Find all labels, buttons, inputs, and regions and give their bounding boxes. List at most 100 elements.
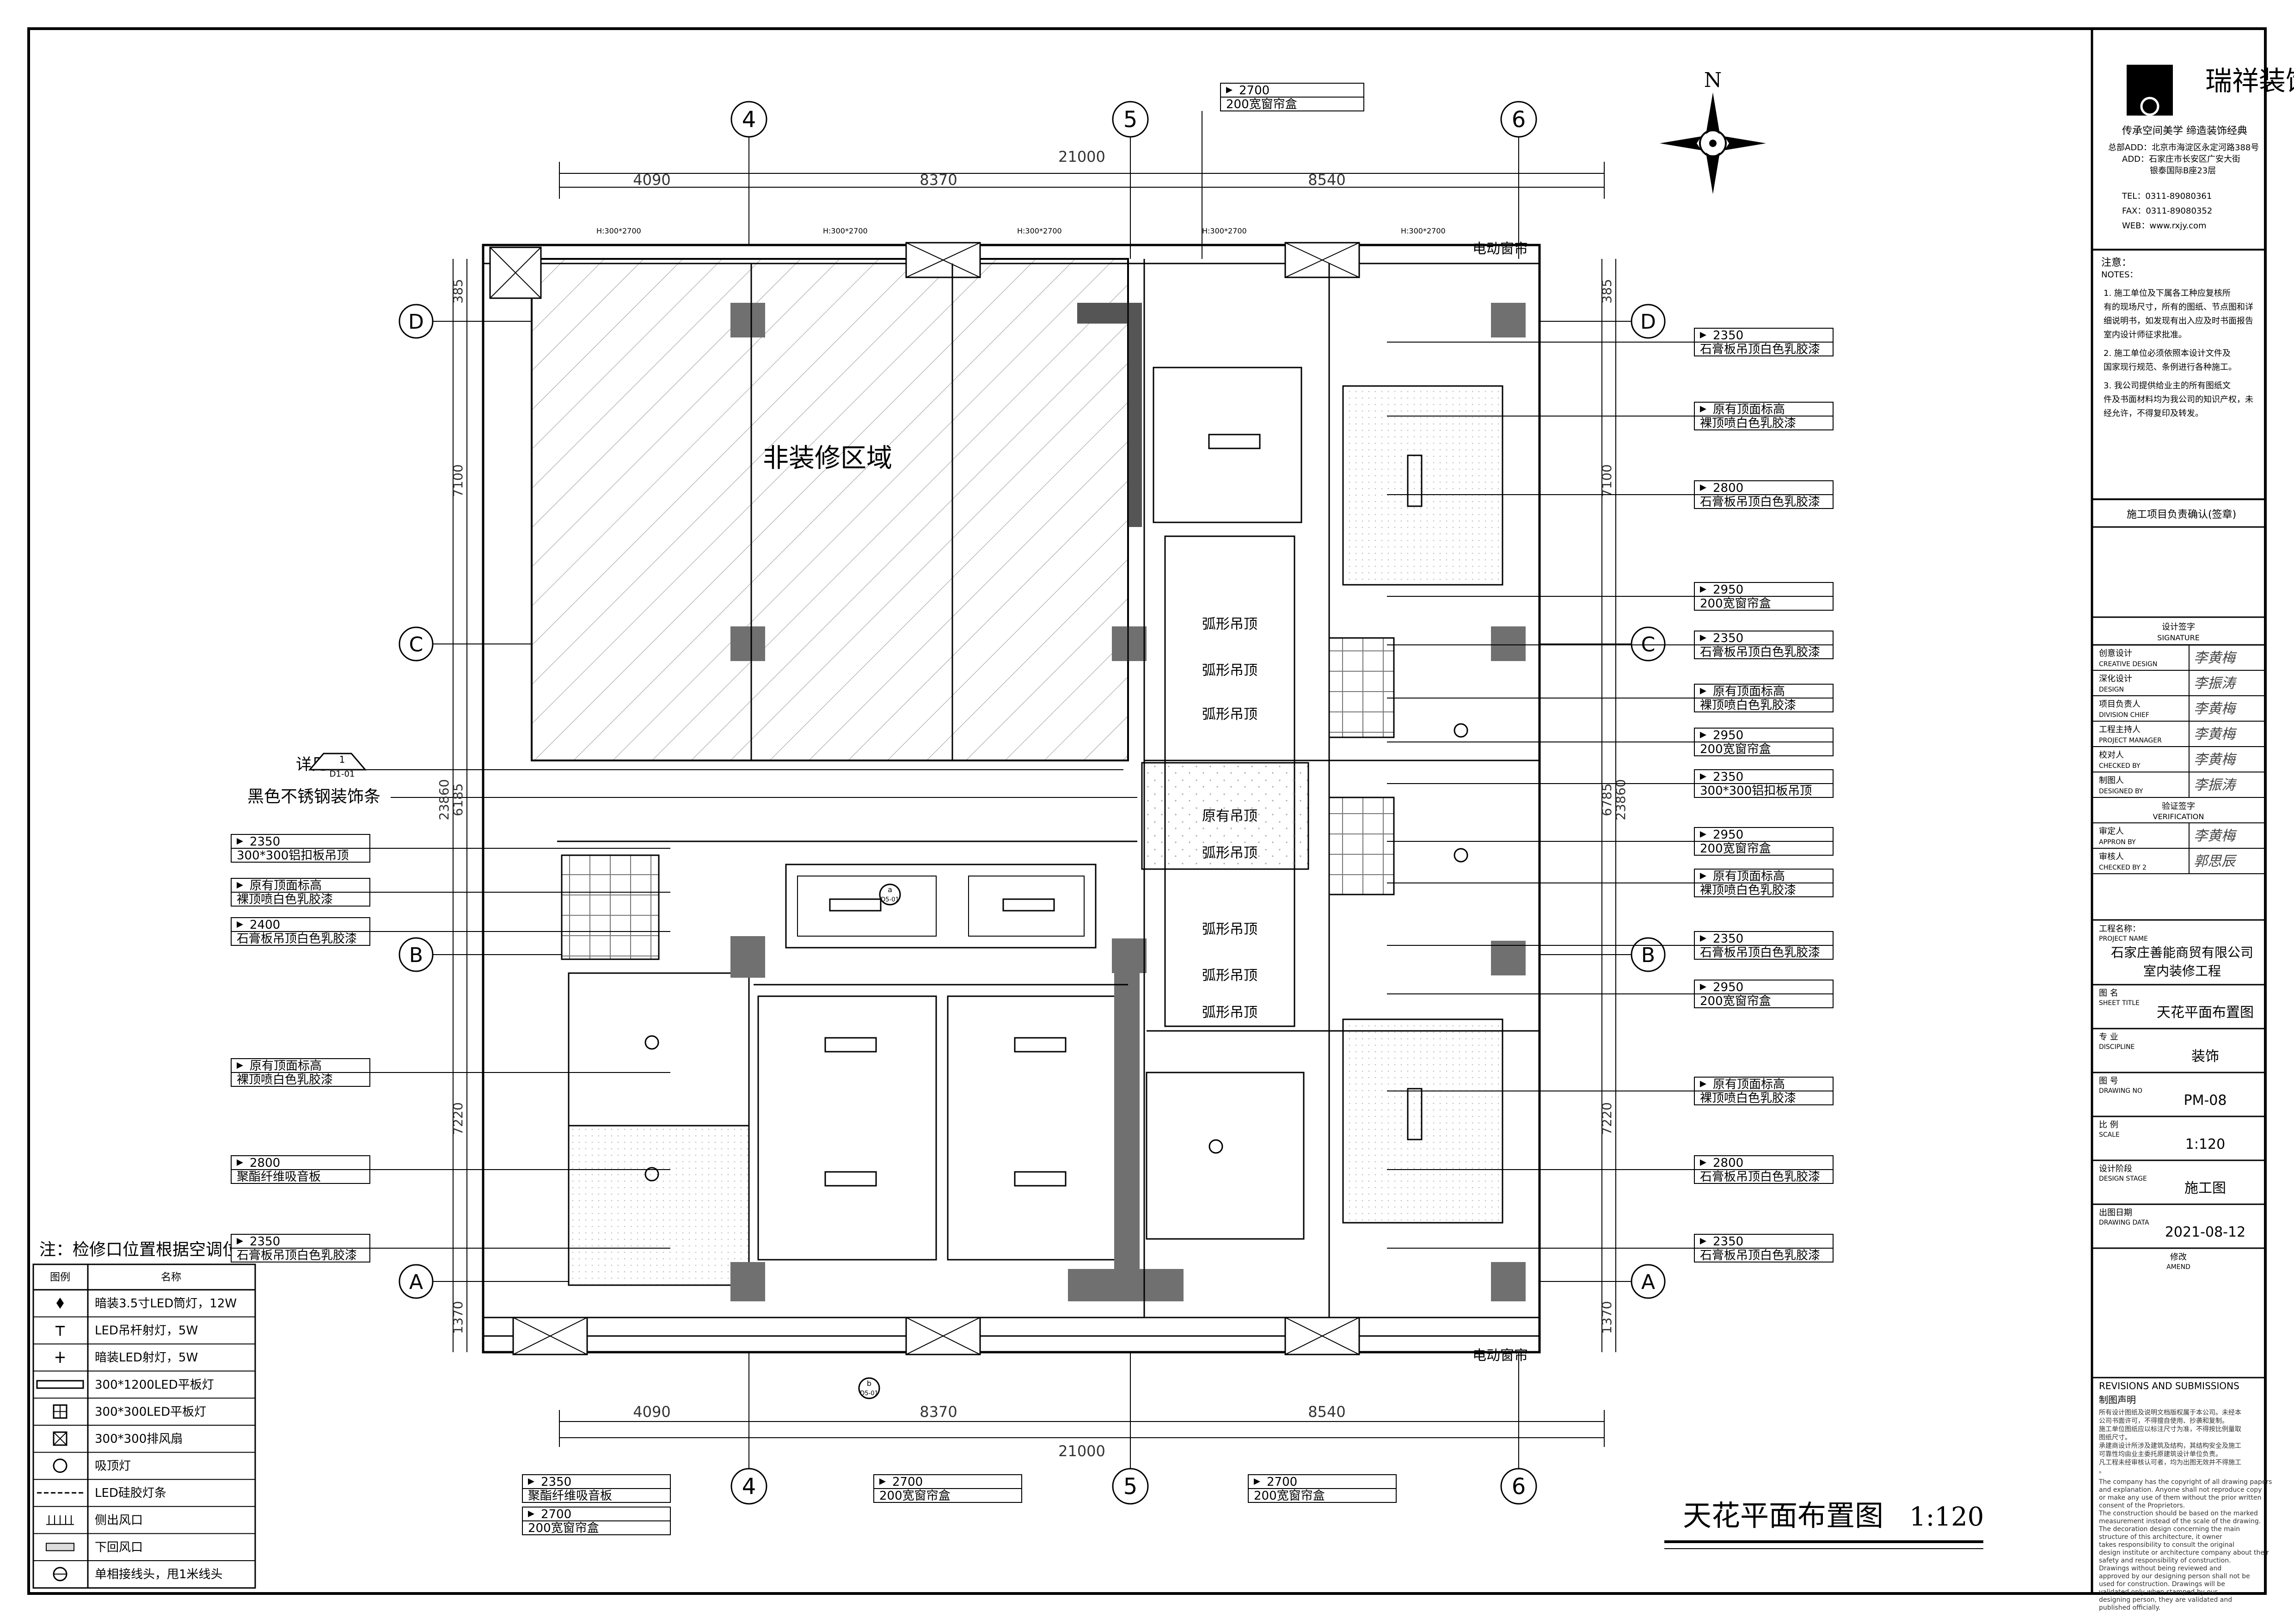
arc-label-4: 弧形吊顶 <box>1202 845 1257 861</box>
legend-row: LED硅胶灯条 <box>33 1486 255 1507</box>
dim-top-total: 21000 <box>1058 148 1105 165</box>
elevation-marker-icon <box>237 1062 243 1069</box>
note-line: 有的现场尺寸，所有的图纸、节点图和详 <box>2104 302 2253 312</box>
title-block: 瑞祥装饰 传承空间美学 缔造装饰经典 总部ADD：北京市海淀区永定河路388号 … <box>2092 65 2294 1612</box>
legend-row: LED吊杆射灯，5W <box>33 1324 255 1345</box>
legend-name: 300*300LED平板灯 <box>95 1405 206 1419</box>
drawing-number-value: PM-08 <box>2184 1092 2227 1109</box>
tag-description: 200宽窗帘盒 <box>1700 597 1771 611</box>
legend-name: LED吊杆射灯，5W <box>95 1324 198 1338</box>
bottom-curtain-band <box>482 1317 1540 1337</box>
legend-header-symbol: 图例 <box>50 1272 70 1283</box>
original-ceiling-zone <box>1141 762 1309 870</box>
copyright-en-line: consent of the Proprietors. <box>2099 1502 2185 1509</box>
discipline-value: 装饰 <box>2191 1048 2219 1065</box>
grid-label-A-right: A <box>1641 1270 1655 1294</box>
grid-label-D-right: D <box>1640 310 1656 334</box>
sheet-title-value: 天花平面布置图 <box>2157 1005 2254 1021</box>
sheet-title-label-en: SHEET TITLE <box>2099 999 2140 1007</box>
sheet-title-label-cn: 图 名 <box>2099 988 2118 998</box>
address-3: 银泰国际B座23层 <box>2150 166 2216 176</box>
non-decor-area-label: 非装修区域 <box>763 443 892 473</box>
panel-light-300x1200-icon <box>36 1380 84 1389</box>
role-en: CREATIVE DESIGN <box>2099 661 2157 668</box>
copyright-cn-line: 施工单位图纸应以标注尺寸为准，不得按比例量取 <box>2099 1425 2241 1433</box>
copyright-cn-line: 凡工程未经审核认可者，均为出图无效并不得施工 <box>2099 1459 2241 1466</box>
tag-elevation: 2350 <box>1713 932 1743 946</box>
design-sign: 设计签字 <box>2162 622 2195 632</box>
room-right-top <box>1342 385 1503 586</box>
detail-ref-text: 黑色不锈钢装饰条 <box>247 787 380 806</box>
tag-description: 200宽窗帘盒 <box>879 1489 951 1503</box>
copyright-cn-line: 承建商设计所涉及建筑及结构，其结构安全及施工 <box>2099 1442 2241 1450</box>
legend-row: 300*300LED平板灯 <box>33 1404 255 1426</box>
room-bottom-left-acoustic <box>568 1125 750 1286</box>
tag-elevation: 2950 <box>1713 981 1743 994</box>
notes-title: 注意： <box>2101 257 2132 269</box>
tag-elevation: 2950 <box>1713 583 1743 597</box>
legend-name: 吸顶灯 <box>95 1459 131 1473</box>
section-a-bottom: D5-01 <box>881 896 899 903</box>
structural-columns <box>730 303 1526 1301</box>
grid-label-A-left: A <box>409 1270 423 1294</box>
room-bottom-left-top <box>568 972 750 1127</box>
copyright-en-line: The company has the copyright of all dra… <box>2098 1478 2272 1486</box>
drawing-date-value: 2021-08-12 <box>2165 1224 2245 1240</box>
role-cn: 项目负责人 <box>2099 699 2141 709</box>
copyright-en-line: design institute or architecture company… <box>2099 1549 2269 1557</box>
dim-bottom-1: 4090 <box>633 1403 670 1421</box>
arc-label-1: 弧形吊顶 <box>1202 616 1257 632</box>
tag-description: 裸顶喷白色乳胶漆 <box>1700 1091 1796 1105</box>
dim-right-2: 7100 <box>1599 464 1614 497</box>
legend-row: 下回风口 <box>33 1540 255 1561</box>
tag-elevation: 原有顶面标高 <box>250 1059 322 1073</box>
legend-row: 暗装3.5寸LED筒灯，12W <box>33 1297 255 1318</box>
address-2: ADD：石家庄市长安区广安大街 <box>2122 154 2240 164</box>
elevation-marker-icon <box>1700 586 1706 593</box>
tag-elevation: 2350 <box>1713 329 1743 343</box>
tag-elevation: 原有顶面标高 <box>1713 685 1785 699</box>
copyright-en-line: safety and responsibility of constructio… <box>2099 1557 2231 1564</box>
elevation-marker-icon <box>1700 1081 1706 1087</box>
recessed-spotlight-icon <box>55 1352 65 1363</box>
tag-description: 裸顶喷白色乳胶漆 <box>237 1073 333 1087</box>
role-cn: 制图人 <box>2099 776 2124 785</box>
tag-elevation: 2350 <box>1713 631 1743 645</box>
role-signature: 李振涛 <box>2194 777 2237 793</box>
tel: TEL：0311-89080361 <box>2122 191 2212 201</box>
dim-left-3: 6185 <box>450 783 466 816</box>
tag-description: 聚酯纤维吸音板 <box>237 1170 321 1184</box>
design-stage-label-en: DESIGN STAGE <box>2099 1175 2147 1183</box>
legend-name: 暗装3.5寸LED筒灯，12W <box>95 1297 237 1311</box>
legend-table: 图例 名称 暗装3.5寸LED筒灯，12WLED吊杆射灯，5W暗装LED射灯，5… <box>32 1263 256 1589</box>
return-vent-icon <box>46 1543 74 1551</box>
design-stage-label-cn: 设计阶段 <box>2099 1164 2132 1174</box>
tag-description: 石膏板吊顶白色乳胶漆 <box>1700 343 1820 356</box>
discipline-label-en: DISCIPLINE <box>2099 1043 2135 1051</box>
note-line: 国家现行规范、条例进行各种施工。 <box>2104 362 2237 372</box>
note-line: 1. 施工单位及下属各工种应复核所 <box>2104 288 2231 298</box>
legend-name: 暗装LED射灯，5W <box>95 1351 198 1365</box>
detail-ref-bottom: D1-01 <box>330 769 355 779</box>
h-mark-3: H:300*2700 <box>1017 227 1062 235</box>
elevation-marker-icon <box>237 1159 243 1166</box>
copyright-en-line: validated only when stamped by our <box>2099 1588 2218 1596</box>
role-en: CHECKED BY <box>2099 762 2141 770</box>
tag-elevation: 2700 <box>1267 1475 1297 1489</box>
elevation-marker-icon <box>528 1511 534 1517</box>
tag-elevation: 2350 <box>250 835 280 849</box>
notes-title-en: NOTES： <box>2101 270 2138 280</box>
wall-mid-top <box>1128 305 1142 527</box>
approver-cn: 审核人 <box>2099 852 2124 862</box>
